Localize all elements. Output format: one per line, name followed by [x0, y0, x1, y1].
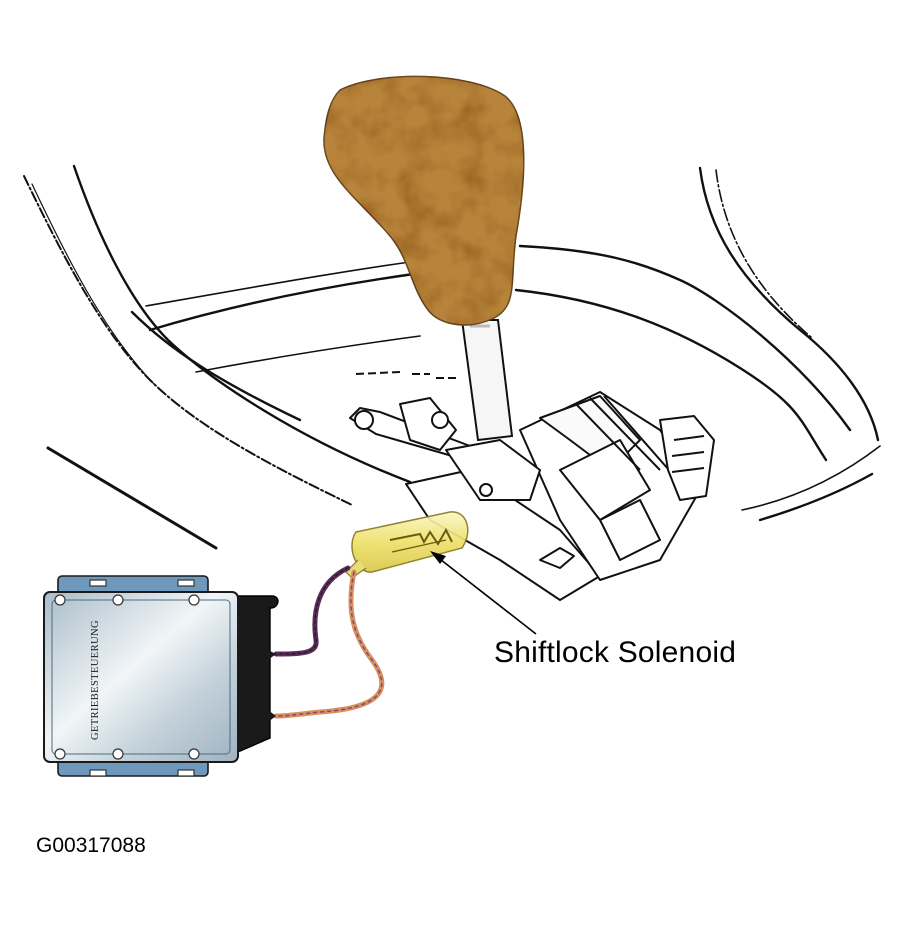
shift-lever-shaft — [460, 319, 514, 442]
shift-gate-mechanism — [349, 371, 715, 601]
figure-id: G00317088 — [36, 834, 146, 857]
callout-leader — [430, 551, 537, 635]
transmission-control-module: GETRIEBESTEUERUNG — [43, 575, 279, 777]
solenoid-callout-label: Shiftlock Solenoid — [494, 636, 737, 669]
shiftlock-solenoid — [345, 511, 469, 579]
wiring-harness — [273, 565, 385, 719]
gear-knob — [323, 75, 525, 326]
console-outline — [23, 164, 881, 550]
module-label: GETRIEBESTEUERUNG — [90, 620, 101, 740]
